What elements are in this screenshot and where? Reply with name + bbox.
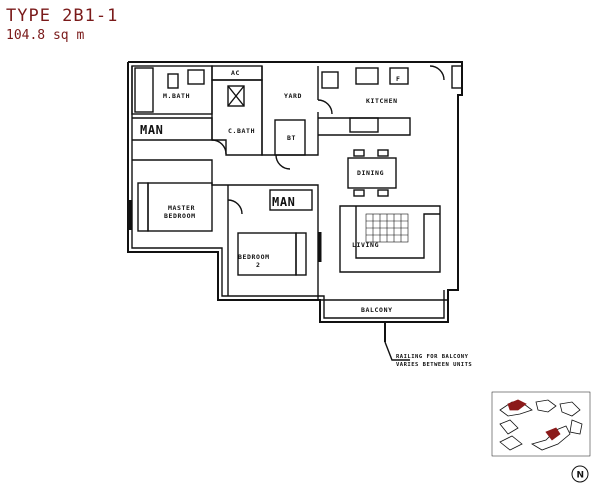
m-bath-room: [131, 65, 213, 115]
dining-chair: [353, 189, 365, 197]
service-shaft: [227, 85, 245, 107]
fridge-label: F: [396, 75, 401, 83]
key-plan-highlight: [507, 399, 527, 411]
room-label-dining: DINING: [357, 169, 384, 177]
kitchen-sink: [321, 71, 339, 89]
unit-area: 104.8 sq m: [6, 28, 85, 43]
living-sofa: [339, 205, 441, 273]
toilet: [167, 73, 179, 89]
outer-wall-inner: [131, 66, 445, 319]
railing-note-1: RAILING FOR BALCONY: [396, 354, 469, 360]
bt-storage: [274, 119, 306, 156]
dining-chair: [377, 189, 389, 197]
door-swing: [211, 139, 227, 155]
kitchen-island-sink: [349, 117, 379, 133]
basin: [187, 69, 205, 85]
dining-chair: [353, 149, 365, 157]
service-box: [451, 65, 463, 89]
room-label-ac: AC: [231, 69, 240, 77]
railing-leader: [384, 341, 410, 361]
bedroom-2-wardrobe-label: MAN: [272, 195, 295, 209]
living-sofa-inner: [355, 206, 440, 259]
room-label-master-1: MASTER: [168, 204, 195, 212]
bedroom-2-wall: [227, 184, 319, 300]
master-bed-headboard: [137, 182, 149, 232]
bathtub: [134, 67, 154, 113]
room-label-yard: YARD: [284, 92, 302, 100]
key-plan-highlight: [545, 427, 561, 441]
room-label-c-bath: C.BATH: [228, 127, 255, 135]
door-swing: [317, 99, 333, 115]
door-swing: [275, 154, 291, 170]
door-swing: [429, 65, 445, 81]
room-label-kitchen: KITCHEN: [366, 97, 398, 105]
room-label-m-bath: M.BATH: [163, 92, 190, 100]
room-label-bedroom-2-2: 2: [256, 261, 261, 269]
door-swing: [227, 199, 243, 215]
outer-wall: [127, 61, 463, 323]
room-label-bt: BT: [287, 134, 296, 142]
railing-note-2: VARIES BETWEEN UNITS: [396, 362, 472, 368]
compass-label: N: [577, 471, 585, 481]
master-bedroom-wall: [132, 159, 228, 186]
unit-type-title: TYPE 2B1-1: [6, 6, 119, 26]
dining-table: [347, 157, 397, 189]
room-label-living: LIVING: [352, 241, 379, 249]
bedroom-2-wardrobe: [269, 189, 313, 211]
key-plan: [491, 391, 591, 457]
bedroom-2-headboard: [295, 232, 307, 276]
room-label-bedroom-2-1: BEDROOM: [238, 253, 270, 261]
room-label-master-2: BEDROOM: [164, 212, 196, 220]
living-rug: [365, 213, 409, 243]
dining-chair: [377, 149, 389, 157]
kitchen-hob: [355, 67, 379, 85]
master-wardrobe-label: MAN: [140, 123, 163, 137]
c-bath-room: [211, 79, 263, 156]
room-label-balcony: BALCONY: [361, 306, 393, 314]
north-compass-icon: N: [571, 465, 589, 483]
fridge: [389, 67, 409, 85]
